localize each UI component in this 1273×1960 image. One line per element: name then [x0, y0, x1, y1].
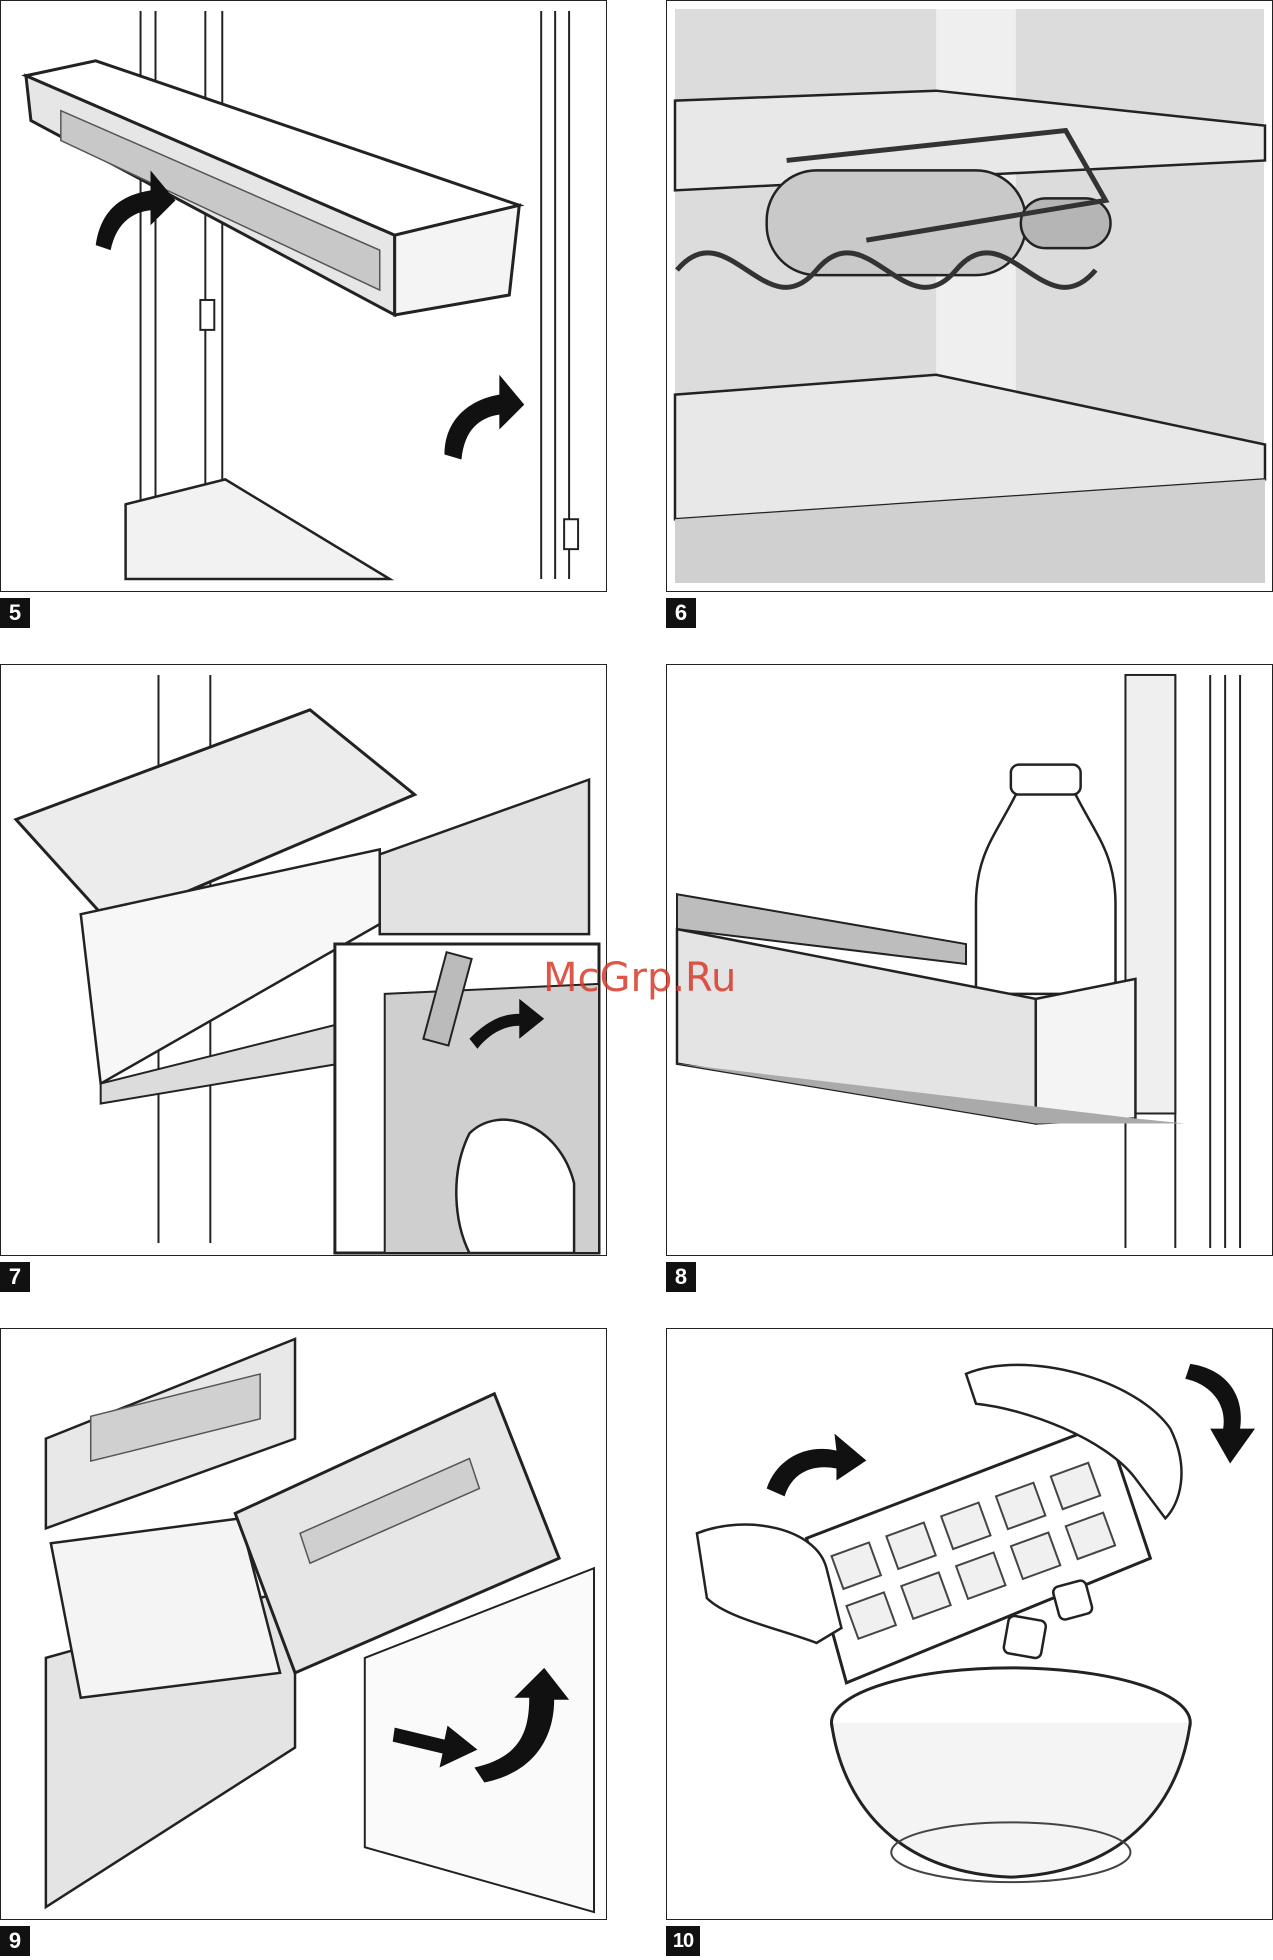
figure-8-number: 8: [666, 1262, 696, 1292]
figure-10-illustration: [667, 1329, 1272, 1919]
figure-7-panel: [0, 664, 607, 1256]
figure-5-number: 5: [0, 598, 30, 628]
figure-8-illustration: [667, 665, 1272, 1255]
figure-9-number: 9: [0, 1926, 30, 1956]
figure-6-illustration: [667, 1, 1272, 591]
figure-5-panel: [0, 0, 607, 592]
milk-bottle-icon: [976, 765, 1116, 994]
figure-6-number: 6: [666, 598, 696, 628]
figure-8-panel: [666, 664, 1273, 1256]
figure-10-panel: [666, 1328, 1273, 1920]
figure-5-illustration: [1, 1, 606, 591]
figure-7-number: 7: [0, 1262, 30, 1292]
figure-7-illustration: [1, 665, 606, 1255]
watermark-text: McGrp.Ru: [543, 955, 736, 1001]
figure-6-panel: [666, 0, 1273, 592]
figure-9-panel: [0, 1328, 607, 1920]
figure-9-illustration: [1, 1329, 606, 1919]
figure-10-number: 10: [666, 1926, 700, 1956]
